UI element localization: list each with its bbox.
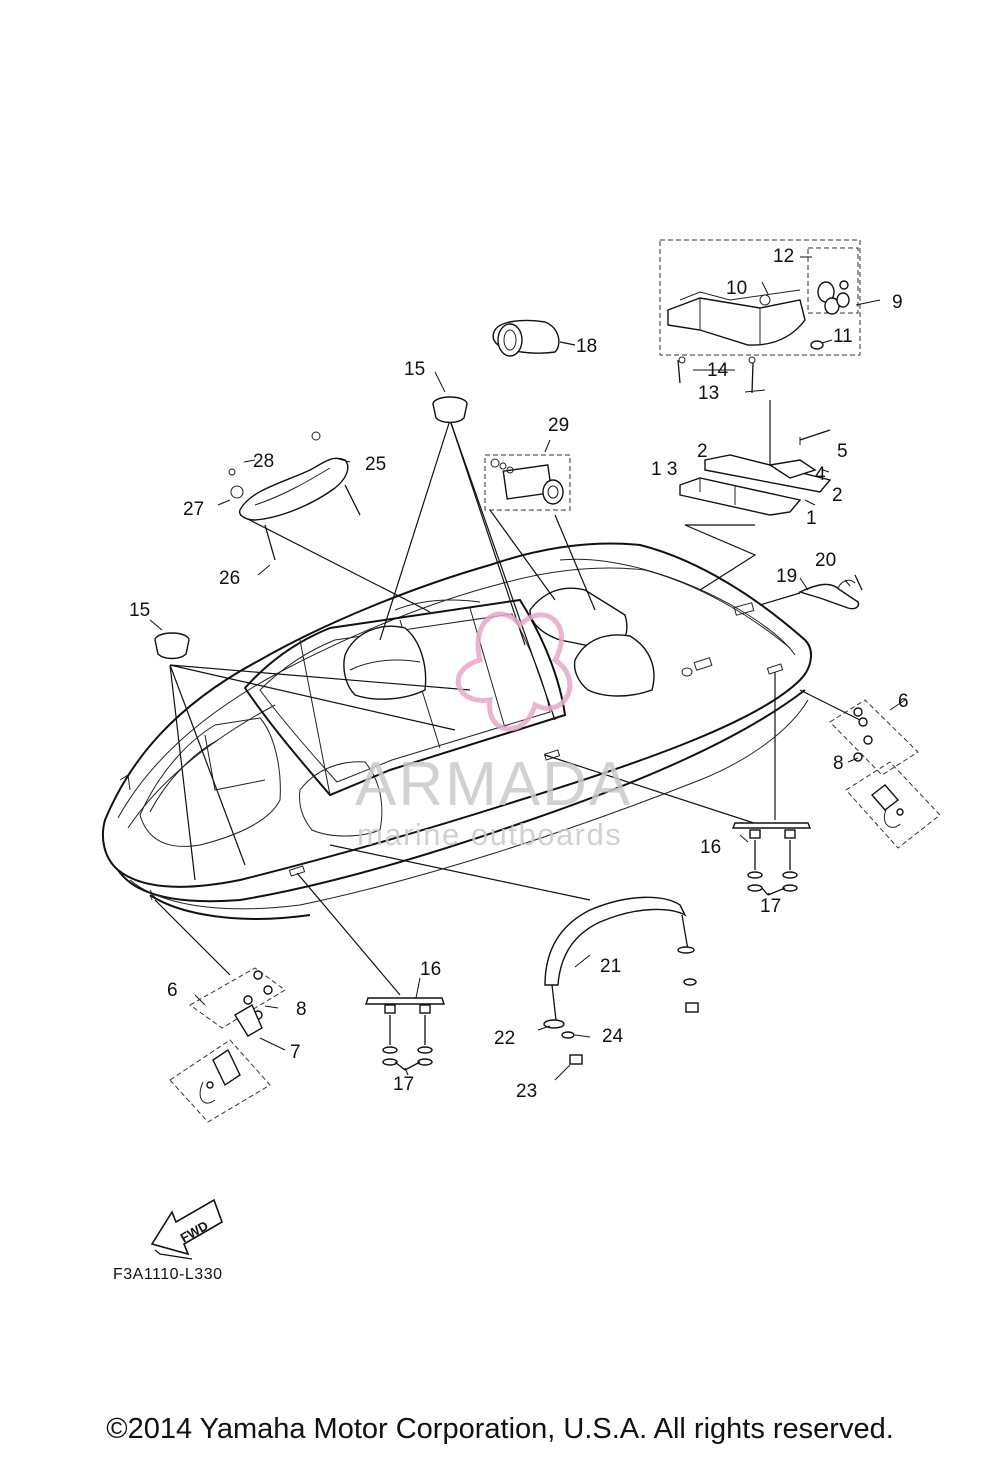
- cleat-part-16-left: [365, 997, 445, 1071]
- callout-24: 24: [602, 1026, 624, 1047]
- callout-7: 7: [290, 1042, 301, 1063]
- bow-eye-kit-part-6-right: [829, 699, 941, 849]
- forward-direction-arrow: FWD: [150, 1198, 223, 1260]
- callout-18: 18: [576, 336, 597, 357]
- armada-watermark: ARMADA marine outboards: [355, 611, 632, 852]
- callout-13: 13: [698, 383, 719, 404]
- callout-17-right: 17: [760, 896, 781, 917]
- callout-16-left: 16: [420, 959, 441, 980]
- switch-assembly-part-29: [484, 454, 571, 511]
- callout-6-left: 6: [167, 980, 178, 1001]
- watermark-brand: ARMADA: [355, 750, 632, 819]
- callout-21: 21: [600, 956, 621, 977]
- callout-2-upper: 2: [697, 441, 708, 462]
- mirror-part-18: [492, 319, 576, 357]
- callout-8-right: 8: [833, 753, 844, 774]
- diagram-code: F3A1110-L330: [113, 1266, 223, 1283]
- callout-1: 1: [806, 508, 817, 529]
- callout-1-3: 1 3: [651, 459, 677, 480]
- callout-25: 25: [365, 454, 386, 475]
- callout-15-lower: 15: [129, 600, 150, 621]
- callout-5: 5: [837, 441, 848, 462]
- callout-17-left: 17: [393, 1074, 414, 1095]
- callout-26: 26: [219, 568, 240, 589]
- navigation-light-part-19: [798, 574, 863, 610]
- cleat-part-16-right: [731, 822, 812, 896]
- callout-27: 27: [183, 499, 204, 520]
- callout-14: 14: [707, 360, 729, 381]
- leader-lines: [154, 400, 861, 996]
- callout-28: 28: [253, 451, 274, 472]
- boat-hull-deck: [101, 542, 812, 920]
- callout-4: 4: [815, 464, 826, 485]
- callout-2-lower: 2: [832, 485, 843, 506]
- cup-holder-part-15-lower: [154, 632, 190, 660]
- rail-parts-1-5: [679, 429, 832, 516]
- callout-9: 9: [892, 292, 903, 313]
- callout-10: 10: [726, 278, 747, 299]
- callout-20: 20: [815, 550, 836, 571]
- cup-holder-part-15-upper: [432, 396, 468, 424]
- callout-8-left: 8: [296, 999, 307, 1020]
- callout-ticks: [149, 256, 906, 1081]
- callout-29: 29: [548, 415, 569, 436]
- callout-11: 11: [833, 326, 853, 347]
- watermark-tagline: marine outboards: [357, 817, 622, 852]
- callout-12: 12: [773, 246, 794, 267]
- callout-15-upper: 15: [404, 359, 425, 380]
- grab-handle-part-25: [228, 431, 361, 561]
- copyright-notice: ©2014 Yamaha Motor Corporation, U.S.A. A…: [106, 1413, 894, 1445]
- seat-hinge-assembly-part-9: [659, 239, 861, 394]
- ski-tow-bar-part-21: [543, 896, 699, 1065]
- callout-16-right: 16: [700, 837, 721, 858]
- bow-eye-kit-part-6-left: [169, 967, 286, 1123]
- callout-numbers: 1 2 2 1 3 4 5 6 6 7 8 8 9 10 11 12 13 14…: [129, 246, 909, 1102]
- callout-23: 23: [516, 1081, 537, 1102]
- callout-6-right: 6: [898, 691, 909, 712]
- callout-19: 19: [776, 566, 797, 587]
- callout-22: 22: [494, 1028, 515, 1049]
